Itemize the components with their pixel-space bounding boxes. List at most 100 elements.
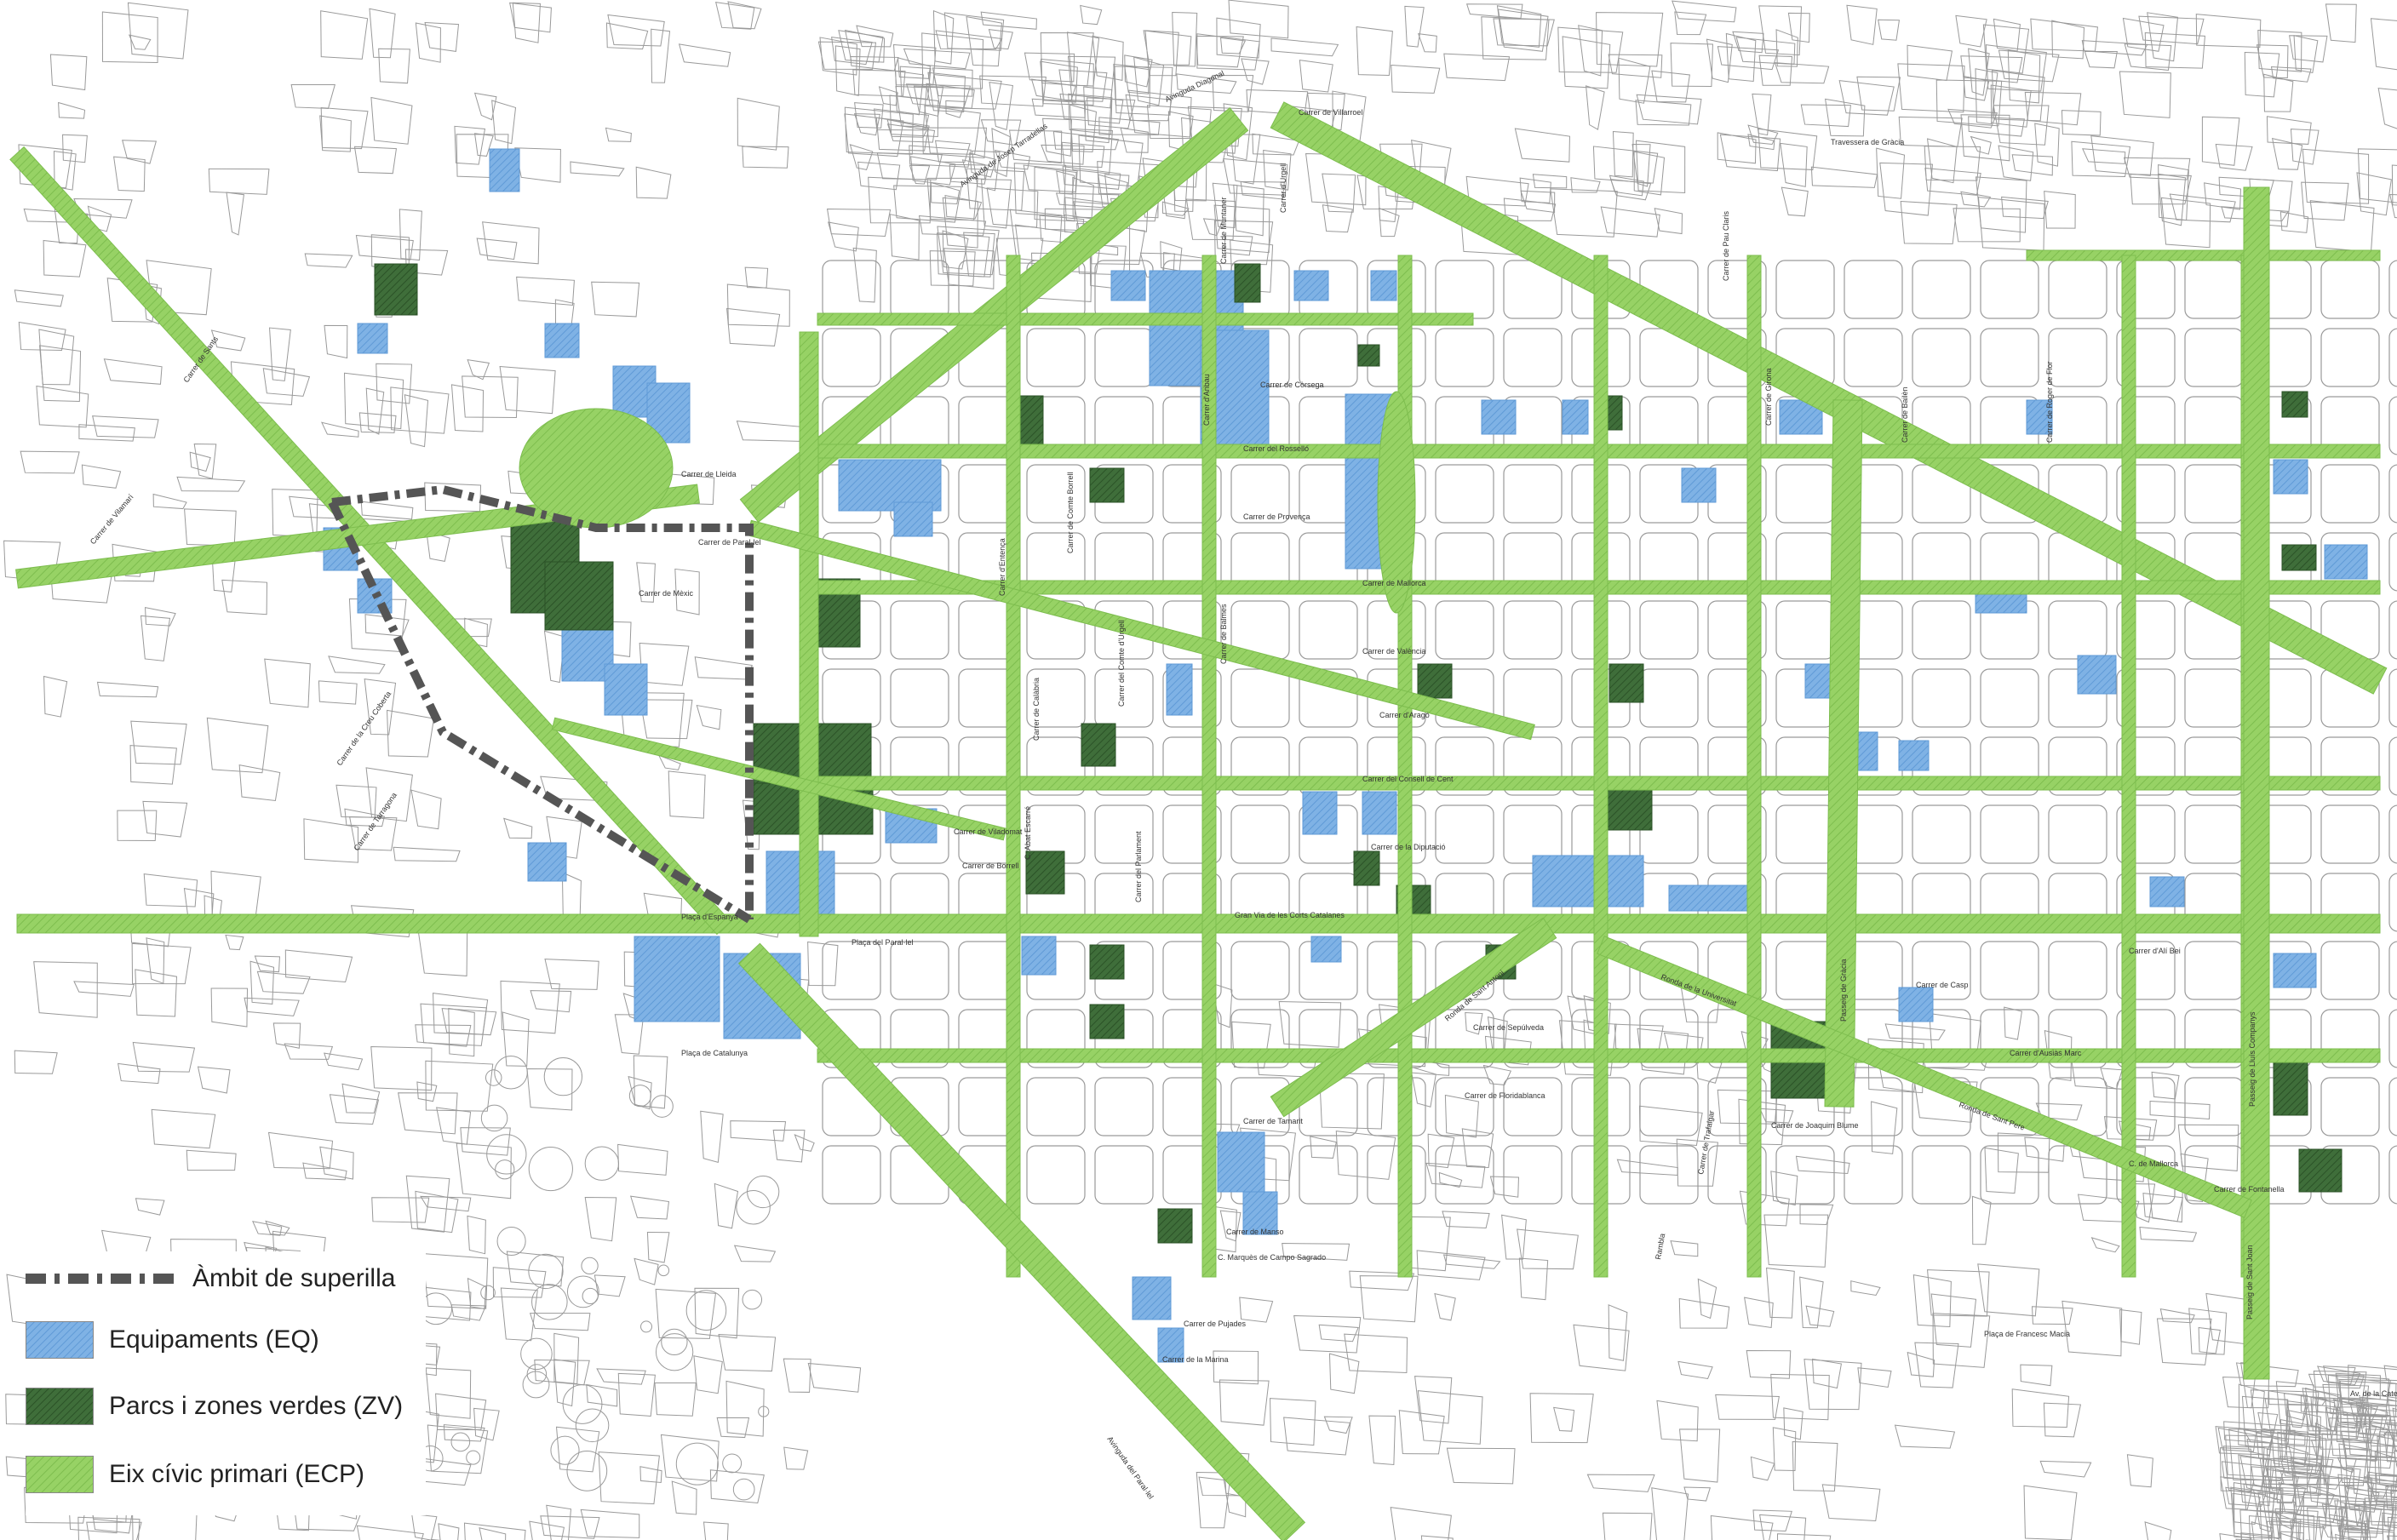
equipament-area xyxy=(1779,399,1823,435)
street-label: Carrer de Paral·lel xyxy=(698,538,761,547)
city-block xyxy=(1998,49,2060,83)
city-block xyxy=(2383,1504,2397,1529)
city-block xyxy=(1070,128,1113,175)
city-block xyxy=(822,941,881,1000)
city-block xyxy=(454,125,486,165)
city-block xyxy=(544,959,599,990)
city-block xyxy=(473,92,497,121)
street-label: Carrer de Provença xyxy=(1243,512,1310,521)
city-block xyxy=(1094,1077,1154,1136)
equipament-area xyxy=(1302,791,1338,835)
city-block xyxy=(1867,1038,1924,1094)
equipaments-areas xyxy=(323,148,2368,1363)
city-block xyxy=(580,1509,640,1538)
city-block xyxy=(1811,1358,1843,1389)
city-block xyxy=(49,54,88,91)
city-block xyxy=(2264,1476,2330,1529)
city-block xyxy=(1573,1324,1630,1371)
city-block xyxy=(1497,9,1549,52)
city-block xyxy=(1162,464,1222,524)
parc-area xyxy=(1157,1208,1193,1244)
park-feature xyxy=(562,1384,603,1424)
city-block xyxy=(529,1520,565,1540)
park-feature xyxy=(655,1333,694,1371)
city-block xyxy=(1408,1216,1451,1272)
city-block xyxy=(1427,1133,1455,1169)
city-block xyxy=(726,307,781,346)
city-block xyxy=(2388,1145,2397,1205)
city-block xyxy=(966,16,1002,67)
street-label: Carrer de la Marina xyxy=(1162,1355,1229,1364)
legend-item-parcs: Parcs i zones verdes (ZV) xyxy=(26,1388,403,1425)
city-block xyxy=(1094,1145,1154,1205)
city-block xyxy=(1496,5,1542,48)
city-block xyxy=(1907,1351,1935,1377)
city-block xyxy=(2184,941,2244,1000)
city-block xyxy=(849,144,874,171)
legend-label-equipaments: Equipaments (EQ) xyxy=(109,1325,319,1354)
city-block xyxy=(2388,260,2397,319)
city-block xyxy=(1907,44,1953,82)
parc-area xyxy=(2273,1055,2308,1116)
city-block xyxy=(2116,1009,2176,1068)
light-green-hatched-swatch-icon xyxy=(26,1456,94,1493)
city-block xyxy=(1953,208,2021,243)
city-block xyxy=(378,48,410,84)
city-block xyxy=(2238,1428,2275,1449)
city-block xyxy=(2344,1447,2396,1494)
city-block xyxy=(530,990,572,1013)
parc-area xyxy=(1089,1004,1125,1039)
city-block xyxy=(1465,175,1529,207)
city-block xyxy=(1230,804,1290,864)
city-block xyxy=(2263,73,2294,112)
city-block xyxy=(2071,140,2131,177)
park-feature xyxy=(522,1371,550,1399)
city-block xyxy=(988,28,1013,50)
city-block xyxy=(856,25,894,48)
eix-civic-corridor xyxy=(747,519,1535,741)
city-block xyxy=(1219,1210,1242,1242)
city-block xyxy=(318,680,358,705)
city-block xyxy=(410,789,442,830)
city-block xyxy=(1752,93,1772,136)
equipament-area xyxy=(2273,459,2308,495)
city-block xyxy=(2119,71,2171,118)
city-block xyxy=(2048,804,2107,864)
city-block xyxy=(1094,328,1154,387)
city-block xyxy=(1125,94,1173,122)
city-block xyxy=(1774,62,1830,84)
city-block xyxy=(1825,98,1866,137)
city-block xyxy=(2201,116,2240,166)
city-block xyxy=(605,22,649,50)
park-feature xyxy=(466,1450,481,1465)
city-block xyxy=(1114,66,1173,116)
city-block xyxy=(1970,135,1992,155)
city-block xyxy=(2307,1507,2344,1540)
city-block xyxy=(1098,117,1161,135)
city-block xyxy=(945,100,966,118)
city-block xyxy=(1900,200,1958,244)
city-block xyxy=(1367,1145,1426,1205)
city-block xyxy=(1924,146,1981,181)
city-block xyxy=(1707,668,1767,728)
city-block xyxy=(2195,14,2262,48)
city-block xyxy=(343,372,404,430)
parc-area xyxy=(1081,723,1116,767)
city-block xyxy=(744,266,769,289)
park-feature xyxy=(575,1408,610,1443)
city-block xyxy=(2248,1515,2302,1540)
park-feature xyxy=(495,1159,515,1180)
equipament-area xyxy=(2026,399,2053,435)
city-block xyxy=(20,450,80,474)
city-block xyxy=(128,34,152,50)
city-block xyxy=(2144,32,2205,69)
city-block xyxy=(1239,1297,1274,1323)
city-block xyxy=(2338,1378,2391,1407)
city-block xyxy=(718,1334,777,1372)
city-block xyxy=(2377,1435,2397,1486)
city-block xyxy=(1404,5,1425,48)
city-block xyxy=(1417,33,1437,53)
city-block xyxy=(393,846,461,862)
city-block xyxy=(2309,1486,2336,1505)
